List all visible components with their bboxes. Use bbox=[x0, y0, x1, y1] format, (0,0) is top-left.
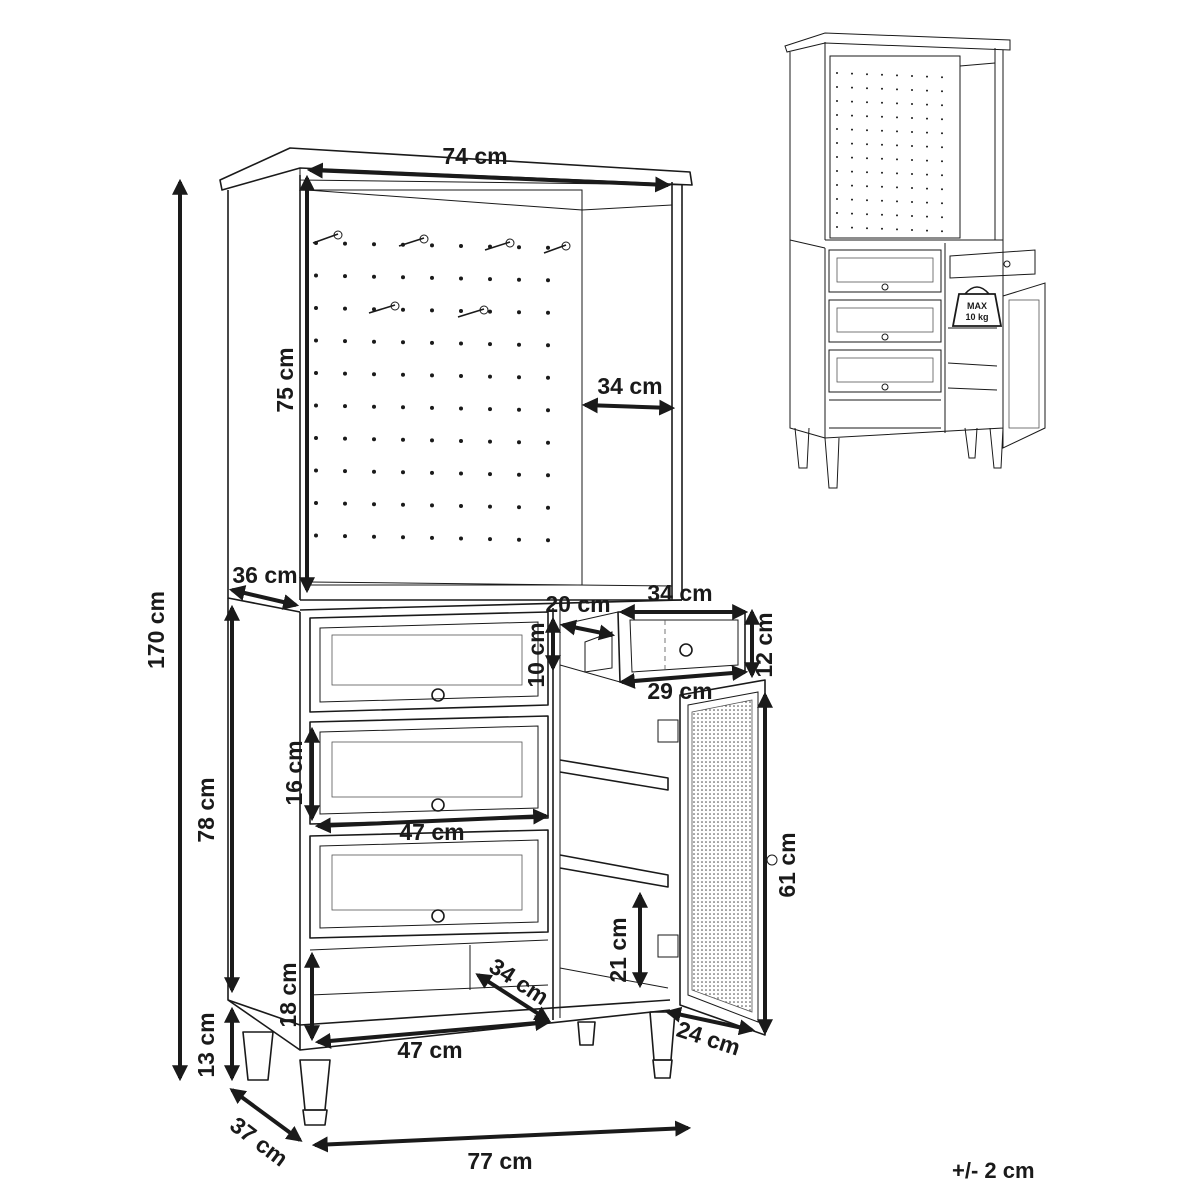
label-drawer-width-top: 34 cm bbox=[647, 580, 712, 606]
label-door-height: 61 cm bbox=[774, 832, 800, 897]
label-top-inner-depth: 34 cm bbox=[597, 373, 662, 399]
thumbnail-pegboard-holes bbox=[836, 72, 943, 233]
dimension-lines bbox=[172, 162, 773, 1153]
label-drawer-width-bottom: 29 cm bbox=[647, 678, 712, 704]
label-shelf-height: 18 cm bbox=[275, 962, 301, 1027]
max-weight-badge: MAX 10 kg bbox=[951, 286, 1003, 327]
tolerance-note: +/- 2 cm bbox=[952, 1158, 1035, 1183]
label-base-height: 78 cm bbox=[193, 777, 219, 842]
label-big-drawer-width: 47 cm bbox=[399, 819, 464, 845]
label-top-height: 75 cm bbox=[272, 347, 298, 412]
label-base-width: 77 cm bbox=[467, 1148, 532, 1174]
pegboard-hooks bbox=[312, 230, 571, 318]
label-top-depth: 36 cm bbox=[232, 562, 297, 588]
small-drawer bbox=[559, 611, 746, 683]
label-total-height: 170 cm bbox=[143, 591, 169, 669]
cabinet-door bbox=[657, 679, 778, 1036]
label-big-drawer-height: 16 cm bbox=[281, 740, 307, 805]
label-top-width: 74 cm bbox=[442, 143, 507, 169]
label-drawer-depth: 20 cm bbox=[545, 591, 610, 617]
label-leg-height: 13 cm bbox=[193, 1012, 219, 1077]
badge-line-1: MAX bbox=[967, 301, 987, 311]
label-drawer-height: 10 cm bbox=[523, 622, 549, 687]
label-shelf-width: 47 cm bbox=[397, 1037, 462, 1063]
label-base-depth: 37 cm bbox=[225, 1111, 293, 1171]
badge-line-2: 10 kg bbox=[965, 312, 988, 322]
label-compartment-height: 21 cm bbox=[605, 917, 631, 982]
big-drawers bbox=[309, 611, 549, 939]
label-drawer-front-height: 12 cm bbox=[751, 612, 777, 677]
pegboard-holes bbox=[314, 241, 550, 543]
thumbnail-drawing: MAX 10 kg bbox=[784, 32, 1046, 489]
